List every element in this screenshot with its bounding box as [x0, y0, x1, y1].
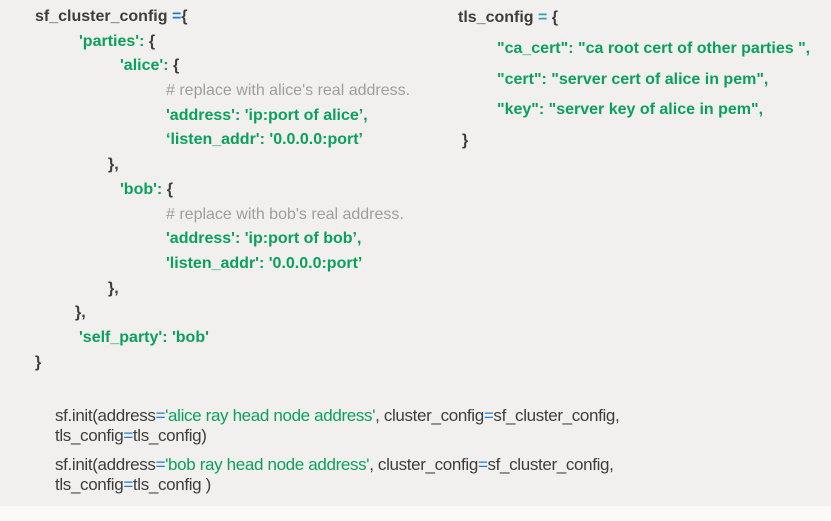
code-line: ‘listen_addr': '0.0.0.0:port’	[35, 128, 410, 153]
code-line: tls_config=tls_config )	[55, 475, 614, 495]
code-token-dark: {	[162, 180, 173, 198]
code-token-green: 'alice ray head node address'	[165, 406, 376, 425]
code-token-blue: =	[483, 406, 494, 425]
code-token-dark: sf_cluster_config	[35, 8, 172, 25]
code-token-blue: =	[171, 8, 182, 25]
code-line: },	[35, 153, 410, 178]
code-line: # replace with alice's real address.	[35, 79, 410, 104]
code-token-dark: },	[108, 156, 119, 174]
code-line: 'parties': {	[35, 30, 410, 55]
sf-init-alice-snippet: sf.init(address='alice ray head node add…	[55, 406, 620, 446]
code-line: 'bob': {	[35, 178, 410, 203]
code-token-dark: {	[181, 8, 188, 25]
code-token-dark: {	[547, 9, 559, 26]
sf-init-bob-snippet: sf.init(address='bob ray head node addre…	[55, 455, 614, 494]
code-token-dark: sf.init(address	[55, 455, 156, 474]
code-line: }	[35, 351, 410, 376]
code-token-dark: }	[35, 353, 42, 371]
code-token-dark: {	[144, 32, 156, 50]
sf-cluster-config-snippet: sf_cluster_config ={'parties': {'alice':…	[35, 5, 410, 375]
code-line: 'listen_addr': '0.0.0.0:port’	[35, 252, 410, 277]
code-line: },	[35, 301, 410, 326]
code-token-green: "ca_cert": "ca root cert of other partie…	[497, 39, 811, 57]
code-token-dark: },	[108, 279, 119, 297]
code-token-green: 'alice':	[120, 57, 169, 75]
code-token-dark: sf.init(address	[55, 406, 156, 425]
code-line: 'self_party': 'bob'	[35, 326, 410, 351]
code-token-dark: tls_config )	[132, 474, 211, 494]
code-token-dark: , cluster_config	[369, 455, 478, 474]
code-token-dark: }	[462, 132, 469, 150]
code-token-dark: , cluster_config	[375, 406, 484, 425]
code-token-green: "cert": "server cert of alice in pem",	[497, 70, 769, 88]
code-token-blue: =	[477, 455, 488, 474]
code-token-green: 'bob ray head node address'	[165, 455, 370, 474]
code-token-dark: tls_config	[55, 425, 124, 445]
code-token-blue: =	[155, 455, 166, 474]
code-line: }	[458, 126, 810, 157]
code-token-teal: =	[538, 9, 548, 26]
code-token-dark: tls_config	[458, 9, 539, 26]
tls-config-snippet: tls_config = { "ca_cert": "ca root cert o…	[458, 3, 810, 157]
code-token-dark: tls_config)	[132, 425, 207, 445]
code-token-green: ‘listen_addr': '0.0.0.0:port’	[166, 131, 363, 149]
code-line: "cert": "server cert of alice in pem",	[458, 65, 810, 96]
code-token-gray: # replace with alice's real address.	[166, 82, 411, 100]
code-line: tls_config = {	[458, 3, 810, 34]
code-token-dark: {	[168, 57, 180, 75]
code-token-gray: # replace with bob's real address.	[166, 205, 404, 223]
code-token-dark: sf_cluster_config,	[493, 406, 620, 425]
code-token-blue: =	[123, 425, 133, 445]
code-line: },	[35, 277, 410, 302]
code-line: 'address': 'ip:port of alice’,	[35, 104, 410, 129]
bottom-strip	[0, 506, 831, 521]
code-token-green: "key": "server key of alice in pem",	[497, 101, 764, 119]
code-token-dark: },	[75, 304, 86, 322]
code-token-green: 'listen_addr': '0.0.0.0:port’	[166, 254, 363, 272]
code-line: # replace with bob's real address.	[35, 203, 410, 228]
code-token-dark: tls_config	[55, 474, 124, 494]
code-line: sf_cluster_config ={	[35, 5, 410, 30]
code-line: 'address': 'ip:port of bob’,	[35, 227, 410, 252]
code-token-dark: sf_cluster_config,	[487, 455, 614, 474]
code-line: "ca_cert": "ca root cert of other partie…	[458, 34, 810, 65]
code-line: sf.init(address='alice ray head node add…	[55, 406, 620, 426]
code-token-green: 'address': 'ip:port of alice’,	[166, 106, 368, 124]
code-token-green: 'address': 'ip:port of bob’,	[166, 230, 362, 248]
code-token-green: 'parties':	[79, 32, 145, 50]
code-line: "key": "server key of alice in pem",	[458, 95, 810, 126]
code-token-blue: =	[155, 406, 166, 425]
code-line: sf.init(address='bob ray head node addre…	[55, 455, 614, 475]
code-line: tls_config=tls_config)	[55, 426, 619, 446]
code-token-green: 'self_party': 'bob'	[79, 328, 209, 346]
code-line: 'alice': {	[35, 54, 410, 79]
code-token-blue: =	[123, 474, 133, 494]
code-token-green: 'bob':	[120, 180, 163, 198]
